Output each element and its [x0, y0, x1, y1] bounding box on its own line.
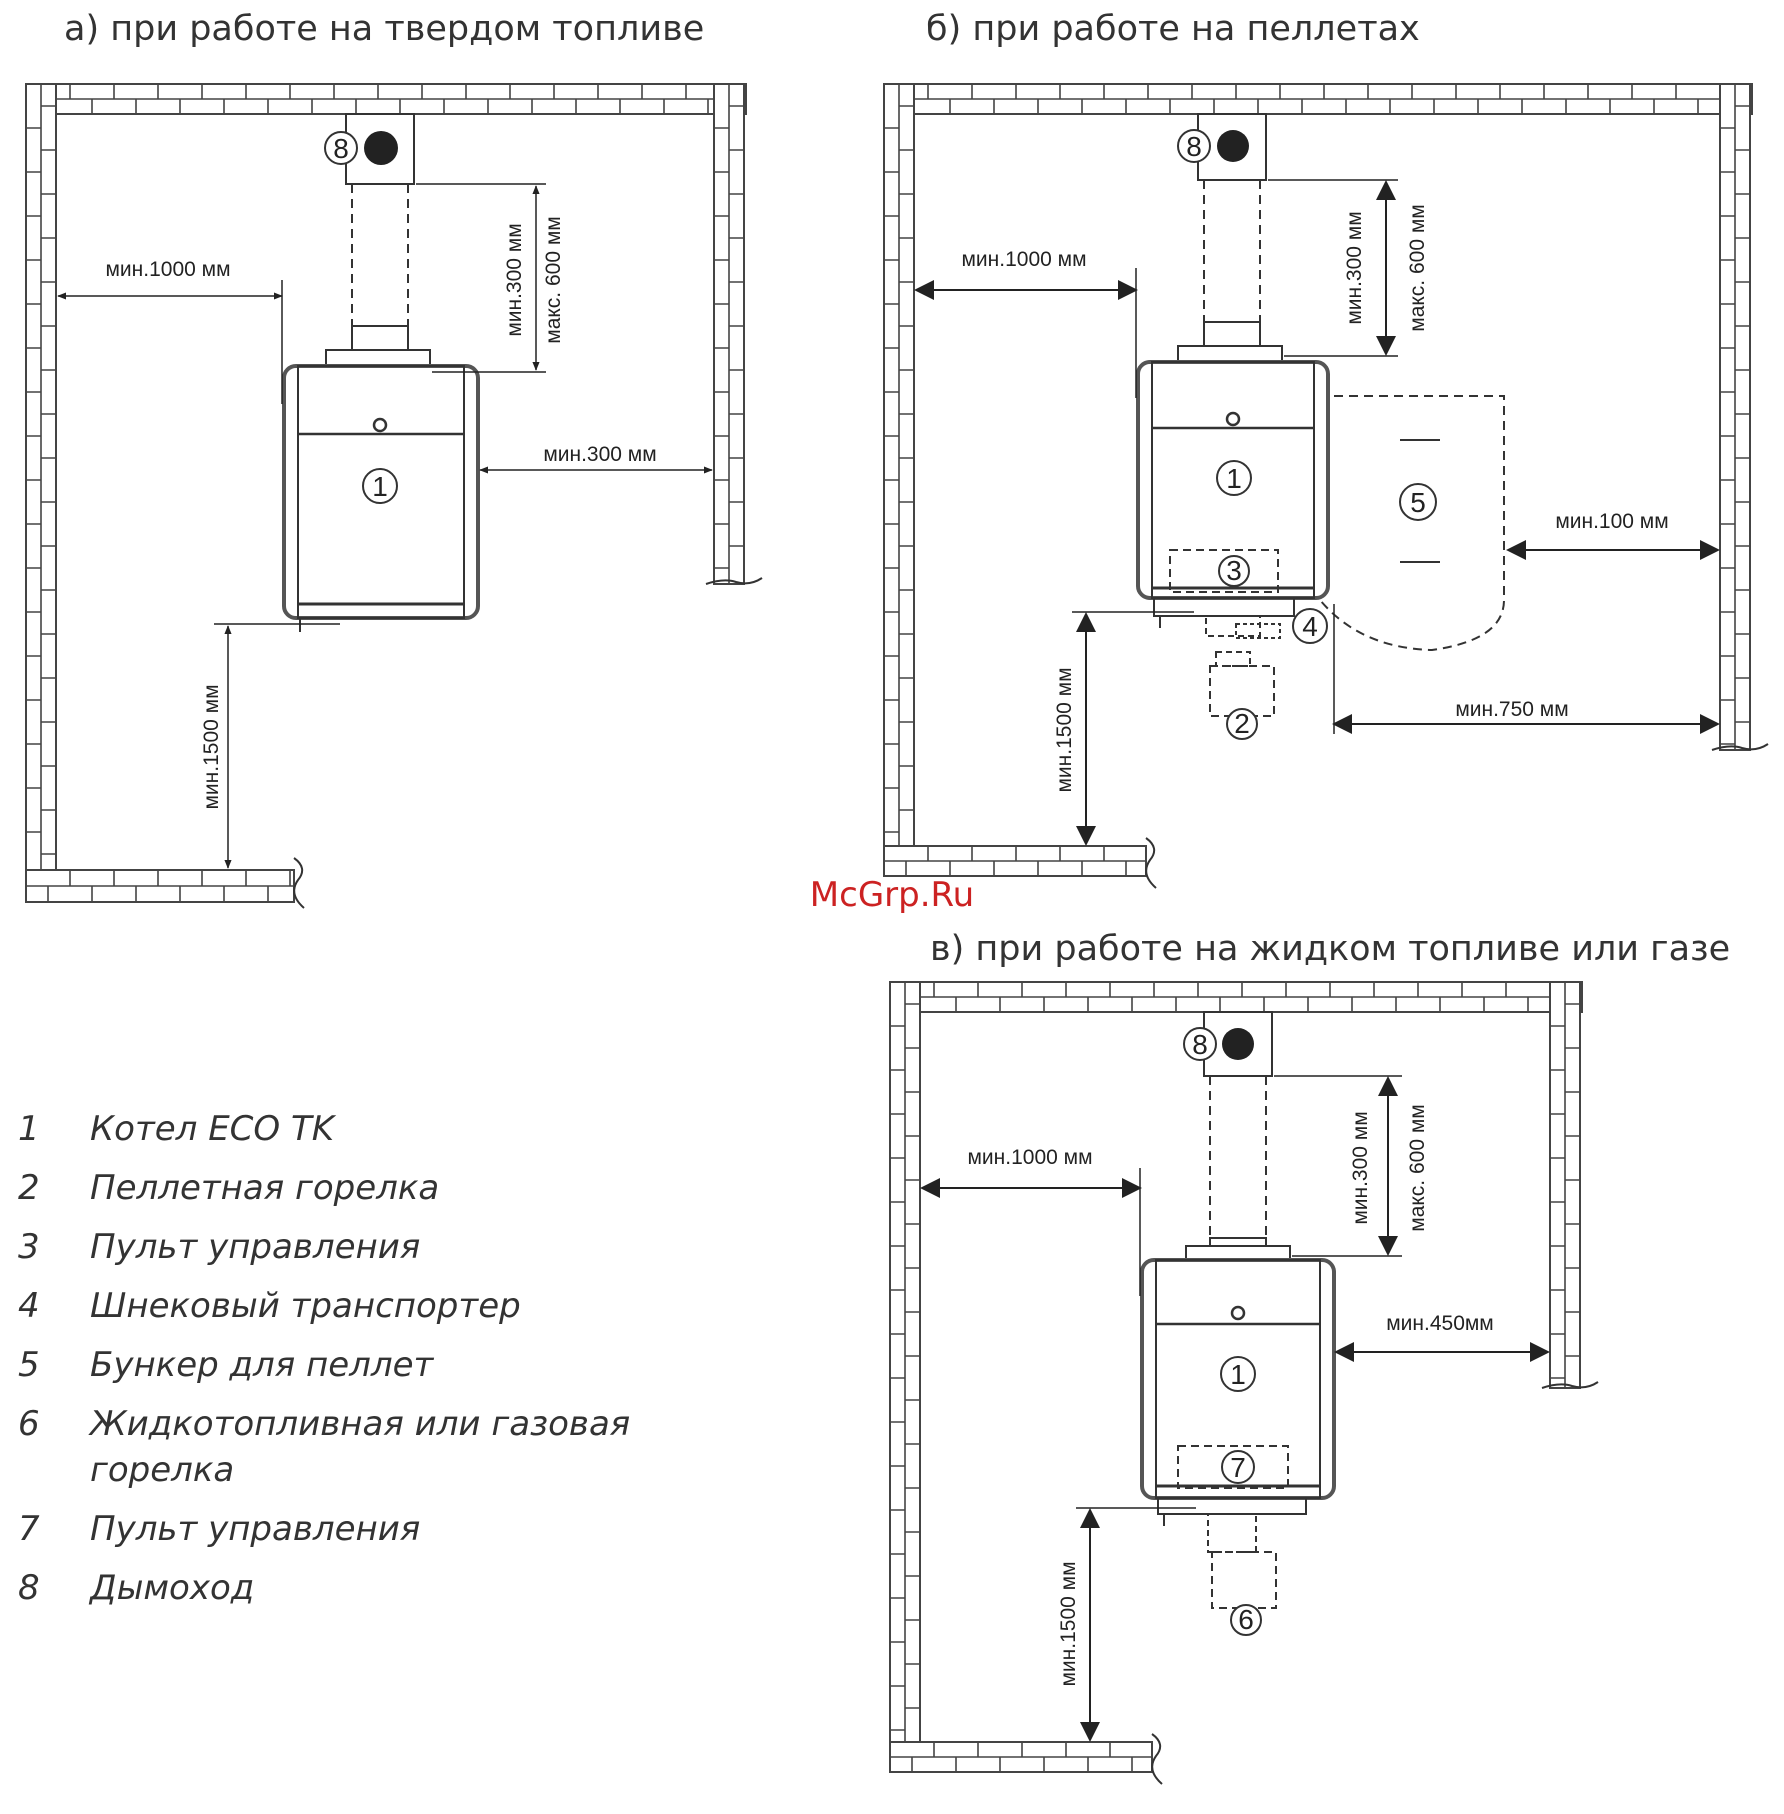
- svg-text:6: 6: [1238, 1604, 1254, 1635]
- dim-a-left: мин.1000 мм: [105, 258, 230, 281]
- legend-number: 7: [18, 1509, 40, 1549]
- svg-text:4: 4: [1302, 611, 1318, 642]
- dim-b-left: мин.1000 мм: [961, 248, 1086, 271]
- svg-text:5: 5: [1410, 487, 1426, 518]
- dim-b-flue-min: мин.300 мм: [1343, 211, 1366, 324]
- dim-c-right: мин.450мм: [1386, 1312, 1494, 1335]
- marker-flue: 8: [324, 131, 358, 165]
- wall-top: [25, 83, 747, 115]
- legend-item: 1 Котел ECO TK: [18, 1106, 718, 1152]
- wall-left: [25, 83, 57, 903]
- dim-b-hopper-wall: мин.100 мм: [1555, 510, 1668, 533]
- svg-text:8: 8: [1192, 1029, 1208, 1060]
- marker-control-panel: 3: [1218, 555, 1250, 587]
- dim-b-front: мин.1500 мм: [1053, 667, 1076, 792]
- burner-c: [1207, 1513, 1277, 1609]
- wall-right: [713, 83, 745, 585]
- legend-number: 1: [18, 1109, 40, 1149]
- marker-hopper: 5: [1399, 483, 1437, 521]
- scheme-c: в) при работе на жидком топливе или газе: [889, 929, 1730, 1785]
- burner-b: [1205, 615, 1281, 717]
- wall-right: [1549, 981, 1581, 1389]
- scheme-b-title: б) при работе на пеллетах: [926, 9, 1420, 49]
- legend-item: 4 Шнековый транспортер: [18, 1283, 718, 1329]
- legend-item: 5 Бункер для пеллет: [18, 1342, 718, 1388]
- svg-text:1: 1: [372, 471, 388, 502]
- scheme-a: а) при работе на твердом топливе: [25, 9, 763, 909]
- dim-c-left: мин.1000 мм: [967, 1146, 1092, 1169]
- wall-bottom: [883, 845, 1147, 877]
- scheme-a-title: а) при работе на твердом топливе: [64, 9, 704, 49]
- legend-text: Котел ECO TK: [90, 1109, 335, 1149]
- dim-a-right: мин.300 мм: [543, 443, 656, 466]
- legend-text: Пульт управления: [90, 1509, 421, 1549]
- scheme-c-walls: [889, 981, 1599, 1785]
- marker-flue: 8: [1183, 1027, 1217, 1061]
- svg-text:3: 3: [1226, 555, 1242, 586]
- legend-number: 2: [18, 1168, 40, 1208]
- svg-text:8: 8: [333, 133, 349, 164]
- legend-text: Пеллетная горелка: [90, 1168, 440, 1208]
- marker-flue: 8: [1177, 129, 1211, 163]
- svg-text:2: 2: [1234, 708, 1250, 739]
- wall-top: [883, 83, 1753, 115]
- legend-item: 2 Пеллетная горелка: [18, 1165, 718, 1211]
- marker-control-panel: 7: [1221, 1450, 1255, 1484]
- legend-text: Дымоход: [90, 1568, 255, 1608]
- dims-c: мин.1000 мм мин.300 мм макс. 600 мм мин.…: [920, 1075, 1550, 1742]
- legend-number: 6: [18, 1404, 40, 1444]
- svg-text:8: 8: [1186, 131, 1202, 162]
- legend-number: 4: [18, 1286, 40, 1326]
- marker-oil-gas-burner: 6: [1230, 1604, 1262, 1636]
- legend-text: Шнековый транспортер: [90, 1286, 521, 1326]
- dim-c-flue-min: мин.300 мм: [1349, 1111, 1372, 1224]
- legend-number: 8: [18, 1568, 40, 1608]
- scheme-c-title: в) при работе на жидком топливе или газе: [930, 929, 1730, 969]
- wall-left: [889, 981, 921, 1773]
- svg-text:1: 1: [1230, 1359, 1246, 1390]
- legend-text: Пульт управления: [90, 1227, 421, 1267]
- legend-number: 5: [18, 1345, 40, 1385]
- scheme-a-walls: [25, 83, 763, 909]
- watermark: McGrp.Ru: [810, 875, 974, 915]
- wall-top: [889, 981, 1583, 1013]
- hopper-b: [1319, 395, 1505, 652]
- legend-text: Бункер для пеллет: [90, 1345, 434, 1385]
- markers-a: 8 1: [324, 131, 398, 504]
- legend-item: 8 Дымоход: [18, 1565, 718, 1611]
- wall-right: [1719, 83, 1751, 751]
- legend-item: 3 Пульт управления: [18, 1224, 718, 1270]
- marker-pellet-burner: 2: [1226, 708, 1258, 740]
- wall-bottom: [25, 869, 295, 903]
- dim-b-flue-max: макс. 600 мм: [1406, 204, 1429, 331]
- legend-item: 6 Жидкотопливная или газовая горелка: [18, 1401, 718, 1493]
- dim-c-flue-max: макс. 600 мм: [1406, 1104, 1429, 1231]
- dims-b: мин.1000 мм мин.300 мм макс. 600 мм мин.…: [914, 179, 1720, 846]
- markers-c: 8 1 7 6: [1183, 1027, 1262, 1636]
- marker-boiler: 1: [362, 468, 398, 504]
- wall-left: [883, 83, 915, 877]
- marker-auger: 4: [1292, 608, 1328, 644]
- marker-boiler: 1: [1216, 460, 1252, 496]
- marker-boiler: 1: [1220, 1356, 1256, 1392]
- scheme-b: б) при работе на пеллетах: [883, 9, 1769, 889]
- svg-text:7: 7: [1230, 1452, 1246, 1483]
- dim-a-flue-max: макс. 600 мм: [542, 216, 565, 343]
- dim-c-front: мин.1500 мм: [1057, 1561, 1080, 1686]
- wall-bottom: [889, 1741, 1153, 1773]
- dim-b-hopper-front: мин.750 мм: [1455, 698, 1568, 721]
- dim-a-front: мин.1500 мм: [200, 684, 223, 809]
- legend-text: Жидкотопливная или газовая горелка: [90, 1404, 631, 1490]
- legend-number: 3: [18, 1227, 40, 1267]
- markers-b: 8 1 3 4 5 2: [1177, 129, 1437, 740]
- dims-a: мин.1000 мм мин.300 мм мин.1500 мм мин.3…: [57, 183, 713, 869]
- svg-text:1: 1: [1226, 463, 1242, 494]
- scheme-b-walls: [883, 83, 1769, 889]
- dim-a-flue-min: мин.300 мм: [503, 223, 526, 336]
- legend-item: 7 Пульт управления: [18, 1506, 718, 1552]
